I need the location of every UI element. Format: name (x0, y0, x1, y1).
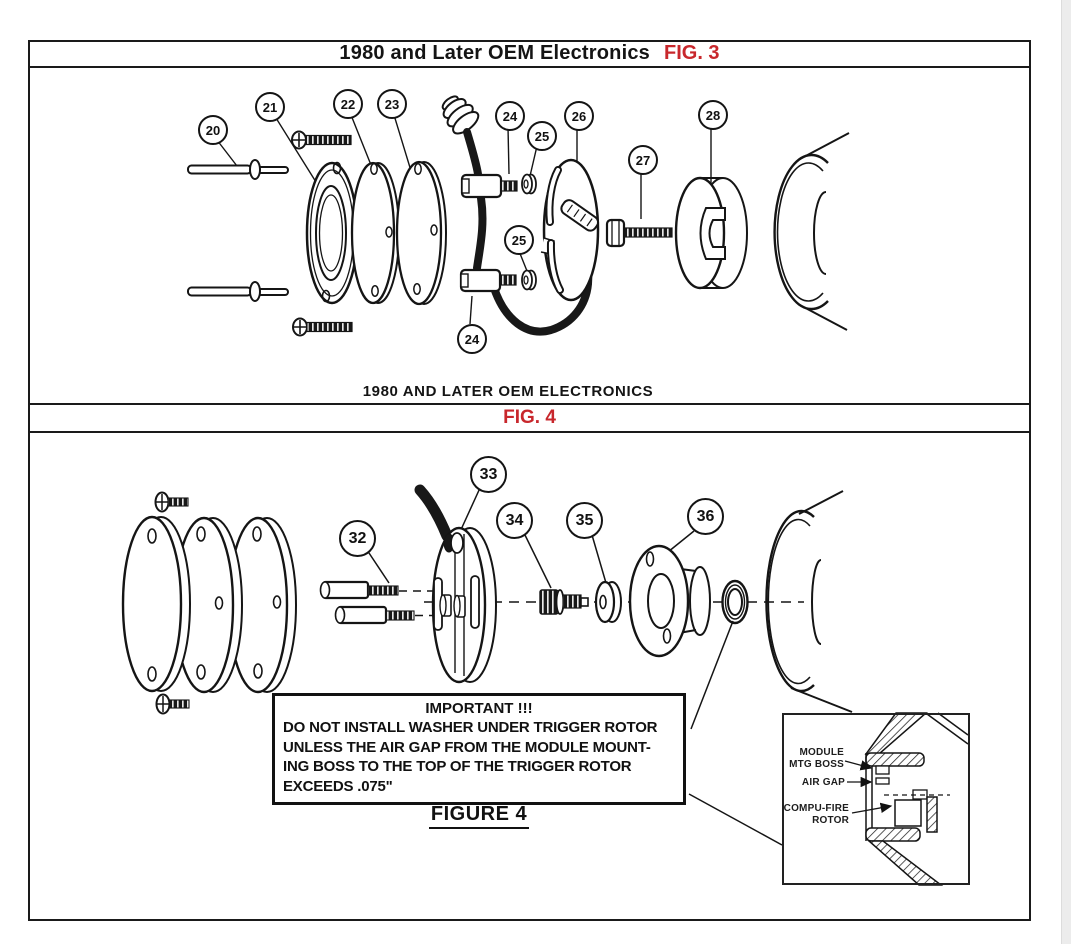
callout-23: 23 (377, 89, 407, 119)
fig4-heading-band: FIG. 4 (28, 405, 1031, 431)
inset-label-module-mtg-boss: MODULE MTG BOSS (789, 747, 844, 770)
title-band: 1980 and Later OEM Electronics FIG. 3 (28, 40, 1031, 68)
important-line-4: EXCEEDS .075" (283, 777, 393, 795)
callout-20: 20 (198, 115, 228, 145)
inset-label-air-gap: AIR GAP (801, 777, 845, 788)
callout-26: 26 (564, 101, 594, 131)
inset-label-compu-fire-rotor: COMPU-FIRE ROTOR (783, 803, 849, 826)
figure4-caption-text: FIGURE 4 (428, 803, 530, 829)
callout-22: 22 (333, 89, 363, 119)
callout-33: 33 (470, 456, 507, 493)
callout-36: 36 (687, 498, 724, 535)
important-line-1: DO NOT INSTALL WASHER UNDER TRIGGER ROTO… (283, 719, 658, 736)
callout-24-bottom: 24 (457, 324, 487, 354)
important-heading: IMPORTANT !!! (425, 700, 533, 717)
important-line-3: ING BOSS TO THE TOP OF THE TRIGGER ROTOR (283, 758, 632, 775)
callout-25-mid: 25 (504, 225, 534, 255)
divider-rule-top (28, 403, 1031, 405)
callout-24-top: 24 (495, 101, 525, 131)
air-gap-inset-box (782, 713, 970, 885)
callout-21: 21 (255, 92, 285, 122)
callout-25-top: 25 (527, 121, 557, 151)
fig3-tag: FIG. 3 (663, 41, 720, 64)
divider-rule-bottom (28, 431, 1031, 433)
important-line-2: UNLESS THE AIR GAP FROM THE MODULE MOUNT… (283, 738, 651, 756)
page-title: 1980 and Later OEM Electronics (339, 41, 650, 64)
page-edge-strip (1061, 0, 1071, 944)
fig3-caption: 1980 AND LATER OEM ELECTRONICS (362, 383, 654, 400)
callout-27: 27 (628, 145, 658, 175)
fig4-tag: FIG. 4 (503, 407, 556, 428)
callout-34: 34 (496, 502, 533, 539)
callout-35: 35 (566, 502, 603, 539)
figure4-caption: FIGURE 4 (272, 803, 686, 829)
callout-28: 28 (698, 100, 728, 130)
important-notice-box: IMPORTANT !!! DO NOT INSTALL WASHER UNDE… (272, 693, 686, 805)
callout-32: 32 (339, 520, 376, 557)
